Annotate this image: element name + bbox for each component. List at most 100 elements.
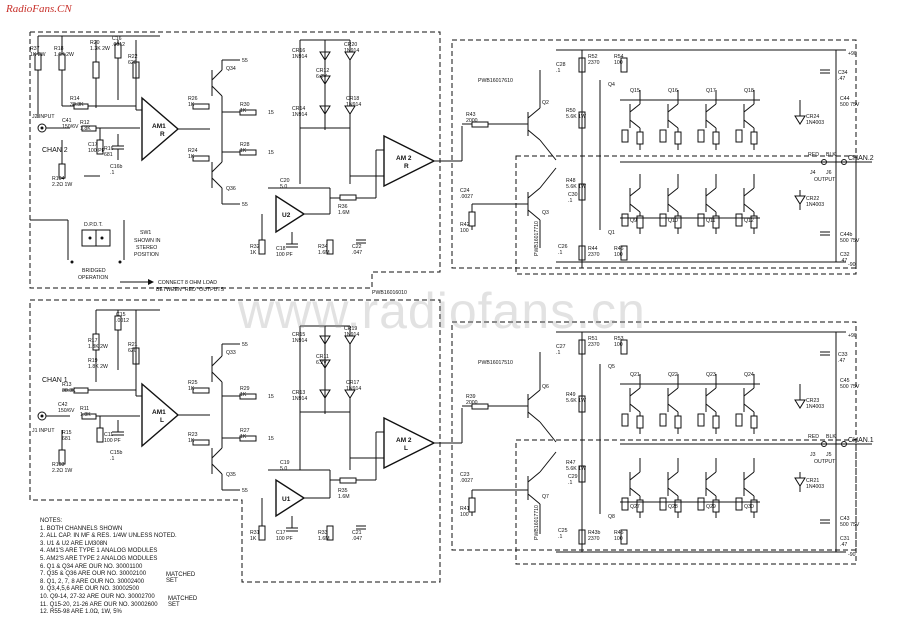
part-ref: R52 <box>588 54 598 60</box>
shown-label: SHOWN IN <box>134 238 161 244</box>
part-ref: R27 <box>240 428 250 434</box>
bottom-labels: CHAN 1 J1 INPUT AM1 L AM 2 L U1 CHAN.1 R… <box>32 333 874 558</box>
transistor-ref: Q24 <box>744 372 754 378</box>
part-ref: R42 <box>460 222 470 228</box>
part-ref: C26 <box>558 244 568 250</box>
part-value: 1N4003 <box>806 484 824 490</box>
part-value: .0012 <box>112 42 125 48</box>
transistor-ref: Q5 <box>608 364 615 370</box>
top-supply-neg: 55 <box>242 202 248 208</box>
part-ref: R23 <box>188 432 198 438</box>
part-ref: R24 <box>188 148 198 154</box>
part-value: 2.2Ω 1W <box>52 468 72 474</box>
main-board-outline <box>29 31 441 583</box>
bot-red: RED <box>808 434 819 440</box>
part-value: 1K 2W <box>30 52 46 58</box>
part-value: 100 PF <box>88 148 105 154</box>
part-value: 1.3K 2W <box>90 46 110 52</box>
part-value: 1N4003 <box>806 404 824 410</box>
part-ref: C24 <box>460 188 470 194</box>
part-value: 2000 <box>466 400 478 406</box>
part-value: .0027 <box>460 194 473 200</box>
part-value: 100 <box>614 342 623 348</box>
part-ref: C15 <box>116 312 126 318</box>
transistor-ref: Q17 <box>706 88 716 94</box>
bot-supply-pos: 55 <box>242 342 248 348</box>
part-value: 1.3K 2W <box>88 344 108 350</box>
transistor-ref: Q18 <box>744 88 754 94</box>
part-value: 1.6K 2W <box>54 52 74 58</box>
part-value: 5.6K 1W <box>566 114 586 120</box>
part-ref: R11 <box>80 406 89 412</box>
top-output: OUTPUT <box>814 177 836 183</box>
part-ref: R17 <box>88 338 98 344</box>
part-value: 100 PF <box>276 536 293 542</box>
transistor-ref: Q29 <box>706 504 716 510</box>
part-value: 1N914 <box>344 332 359 338</box>
output-transistor <box>659 174 682 234</box>
part-ref: CR14 <box>292 106 305 112</box>
output-transistor <box>735 374 758 434</box>
part-ref: R46 <box>614 246 624 252</box>
part-value: 1N914 <box>346 102 361 108</box>
top-red: RED <box>808 152 819 158</box>
bottom-channel <box>37 309 872 553</box>
part-ref: C29 <box>568 474 578 480</box>
part-ref: C23 <box>460 472 470 478</box>
part-value: 150/6V <box>58 408 75 414</box>
note-6: 6. Q1 & Q34 ARE OUR NO. 30001100 <box>40 563 143 570</box>
bot-rail-neg: -90 <box>848 552 856 558</box>
output-transistor <box>621 90 644 150</box>
notes-block: NOTES: 1. BOTH CHANNELS SHOWN 2. ALL CAP… <box>40 518 177 617</box>
part-value: 100 PF <box>104 438 121 444</box>
part-value: 1.8K 2W <box>88 364 108 370</box>
part-ref: R53 <box>614 336 624 342</box>
board-main: PWB16016010 <box>372 290 407 296</box>
part-ref: R49 <box>566 392 576 398</box>
part-value: .47 <box>840 258 847 264</box>
output-transistor <box>697 458 720 518</box>
transistor-ref: Q2 <box>542 100 549 106</box>
part-ref: C11 <box>104 432 113 438</box>
part-ref: R43b <box>588 530 601 536</box>
output-transistor <box>697 174 720 234</box>
part-ref: CR20 <box>344 42 357 48</box>
part-ref: C20 <box>280 178 290 184</box>
part-value: .47 <box>838 358 845 364</box>
part-value: 38.3K <box>70 102 84 108</box>
part-ref: C41 <box>62 118 72 124</box>
part-ref: R41 <box>460 506 470 512</box>
note-1: 1. BOTH CHANNELS SHOWN <box>40 525 123 532</box>
part-ref: R19 <box>88 358 98 364</box>
top-chan-label: CHAN 2 <box>42 147 68 154</box>
bot-v15p: 15 <box>268 394 274 400</box>
top-am1-label: AM1 <box>152 123 166 130</box>
bot-j3: J3 <box>810 452 816 458</box>
part-value: 1K <box>240 434 247 440</box>
board-output-bottom: PWB16017710 <box>534 505 540 540</box>
part-ref: R43 <box>466 112 476 118</box>
part-ref: C17 <box>88 142 98 148</box>
part-value: 100 <box>614 536 623 542</box>
output-transistor <box>659 458 682 518</box>
transistor-ref: Q30 <box>744 504 754 510</box>
top-am2-label: AM 2 <box>396 155 412 162</box>
part-value: 1K <box>188 102 195 108</box>
part-ref: CR23 <box>806 398 819 404</box>
part-value: 100 <box>614 252 623 258</box>
output-transistor <box>659 90 682 150</box>
part-value: 1.6M <box>318 536 330 542</box>
part-ref: C34 <box>838 70 848 76</box>
bot-am1-ch: L <box>160 417 164 424</box>
transistor-ref: Q22 <box>668 372 678 378</box>
part-value: 1K <box>188 438 195 444</box>
part-ref: R35 <box>338 488 348 494</box>
board-driver-top: PWB16017610 <box>478 78 513 84</box>
part-ref: CR16 <box>292 48 305 54</box>
part-ref: C17 <box>276 530 286 536</box>
note-2: 2. ALL CAP. IN MF & RES. 1/4W UNLESS NOT… <box>40 533 177 540</box>
part-value: 681 <box>62 436 71 442</box>
top-j6: J6 <box>826 170 832 176</box>
part-value: 100 <box>614 60 623 66</box>
